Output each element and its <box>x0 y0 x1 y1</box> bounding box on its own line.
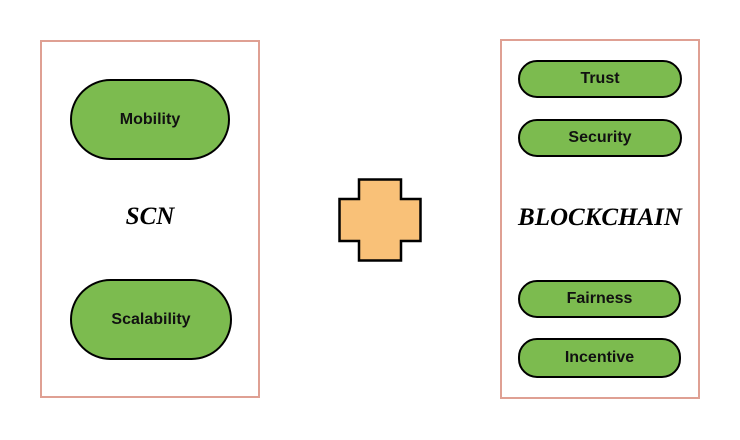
plus-icon <box>338 178 422 262</box>
blockchain-title: BLOCKCHAIN <box>518 204 682 231</box>
pill-trust: Trust <box>518 60 682 98</box>
pill-mobility: Mobility <box>70 79 230 160</box>
plus-cross-shape <box>338 178 422 262</box>
pill-incentive: Incentive <box>518 338 681 378</box>
pill-fairness: Fairness <box>518 280 681 318</box>
scn-title: SCN <box>125 203 175 230</box>
pill-scalability: Scalability <box>70 279 232 360</box>
pill-security: Security <box>518 119 682 157</box>
